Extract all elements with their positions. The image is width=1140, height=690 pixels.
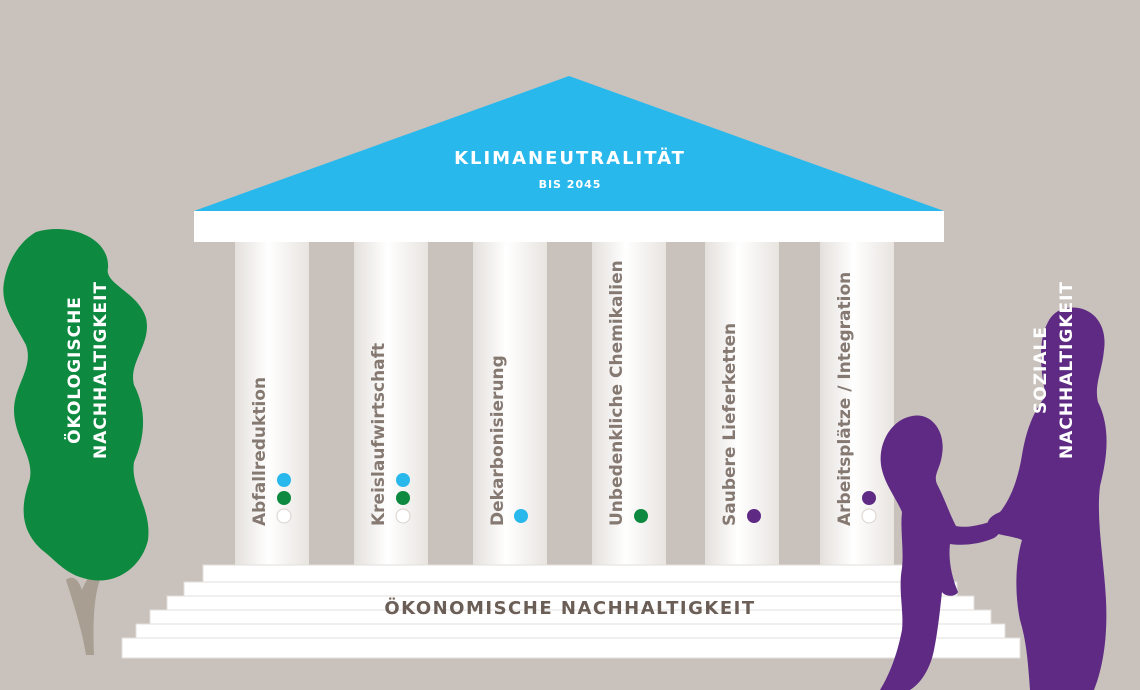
- pillar-label-dekarbonisierung: Dekarbonisierung: [488, 355, 508, 526]
- pillar-dot-purple: [747, 509, 761, 523]
- pillar-column: [820, 242, 894, 568]
- pillar-dot-green: [277, 491, 291, 505]
- stairs: [121, 564, 1021, 659]
- pillar-column: [473, 242, 547, 568]
- left-side-label: ÖKOLOGISCHE NACHHALTIGKEIT: [62, 260, 114, 480]
- pillar-column: [592, 242, 666, 568]
- pillar-label-chemikalien: Unbedenkliche Chemikalien: [607, 260, 627, 526]
- pillar-label-abfallreduktion: Abfallreduktion: [250, 376, 270, 526]
- right-side-line2: NACHHALTIGKEIT: [1057, 280, 1077, 460]
- pillar-dot-blue: [396, 473, 410, 487]
- pillar-dot-blue: [277, 473, 291, 487]
- roof-title: KLIMANEUTRALITÄT: [454, 148, 686, 169]
- pillar-dot-white: [276, 508, 292, 524]
- roof-subtitle: BIS 2045: [538, 178, 602, 191]
- pillar-column: [705, 242, 779, 568]
- pillar-dot-green: [634, 509, 648, 523]
- pillar-label-lieferketten: Saubere Lieferketten: [720, 322, 740, 526]
- left-side-line1: ÖKOLOGISCHE: [65, 296, 85, 444]
- people-silhouette: [880, 307, 1107, 690]
- left-side-line2: NACHHALTIGKEIT: [91, 280, 111, 460]
- right-side-line1: SOZIALE: [1031, 326, 1051, 414]
- base-label: ÖKONOMISCHE NACHHALTIGKEIT: [384, 598, 756, 619]
- pillar-column: [235, 242, 309, 568]
- pillar-columns: [235, 242, 894, 568]
- pillar-dots: [276, 473, 877, 524]
- pillar-dot-white: [395, 508, 411, 524]
- pillar-dot-blue: [514, 509, 528, 523]
- pillar-dot-white: [861, 508, 877, 524]
- roof-beam: [194, 211, 944, 242]
- right-side-label: SOZIALE NACHHALTIGKEIT: [1028, 260, 1080, 480]
- pillar-dot-purple: [862, 491, 876, 505]
- roof-triangle: [194, 76, 944, 211]
- tree-illustration: [3, 229, 149, 655]
- pillar-column: [354, 242, 428, 568]
- pillar-label-arbeitsplaetze: Arbeitsplätze / Integration: [835, 271, 855, 526]
- pillar-label-kreislaufwirtschaft: Kreislaufwirtschaft: [369, 342, 389, 526]
- pillar-dot-green: [396, 491, 410, 505]
